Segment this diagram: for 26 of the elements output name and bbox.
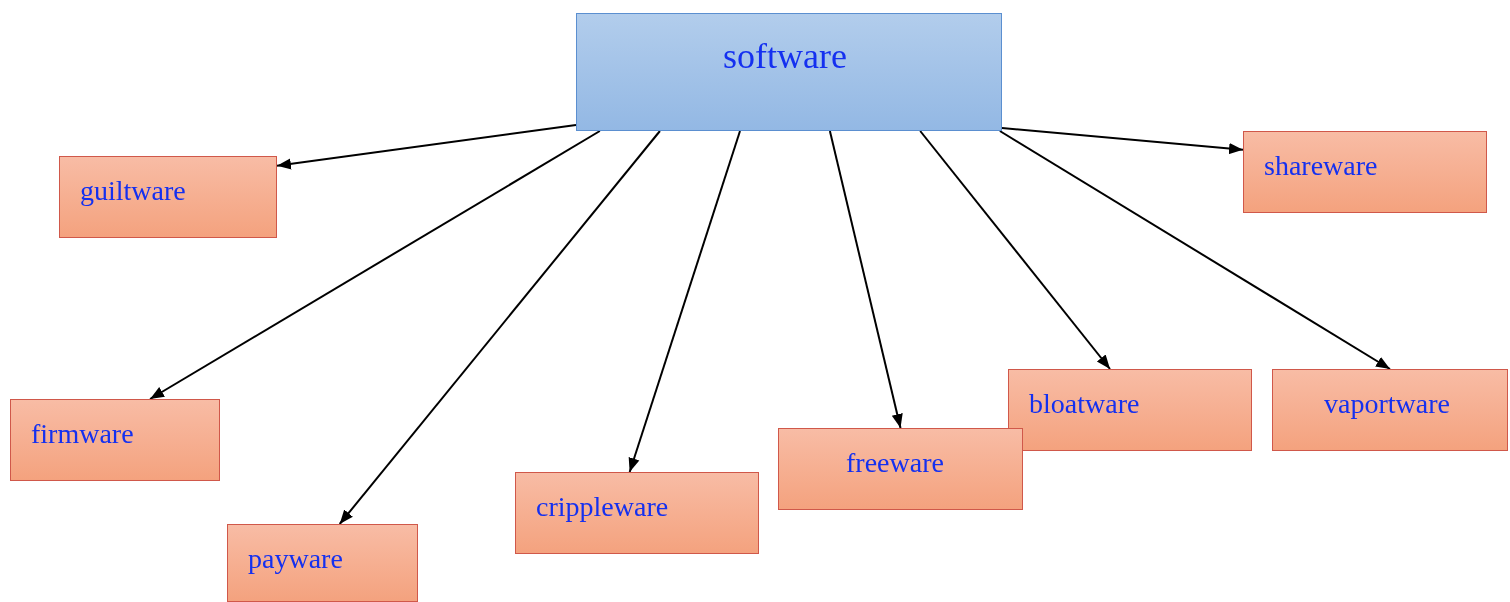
category-box bbox=[227, 524, 418, 602]
category-box bbox=[59, 156, 277, 238]
node-label: software bbox=[723, 38, 847, 74]
arrow bbox=[1001, 127, 1244, 155]
arrow bbox=[919, 130, 1111, 370]
node-label: bloatware bbox=[1029, 390, 1140, 418]
arrow bbox=[149, 130, 601, 400]
category-box bbox=[515, 472, 759, 554]
node-label: vaportware bbox=[1324, 390, 1450, 418]
category-box bbox=[1272, 369, 1508, 451]
arrow bbox=[338, 130, 661, 525]
node-label: crippleware bbox=[536, 493, 669, 521]
node-label: freeware bbox=[846, 449, 944, 477]
arrow bbox=[276, 124, 577, 170]
arrow bbox=[828, 130, 903, 429]
root-box bbox=[576, 13, 1002, 131]
category-box bbox=[778, 428, 1023, 510]
node-label: guiltware bbox=[80, 177, 186, 205]
arrow bbox=[628, 130, 741, 473]
category-box bbox=[10, 399, 220, 481]
node-label: firmware bbox=[31, 420, 134, 448]
node-label: payware bbox=[248, 545, 343, 573]
arrow bbox=[998, 130, 1391, 370]
category-box bbox=[1008, 369, 1252, 451]
node-label: shareware bbox=[1264, 152, 1378, 180]
category-box bbox=[1243, 131, 1487, 213]
